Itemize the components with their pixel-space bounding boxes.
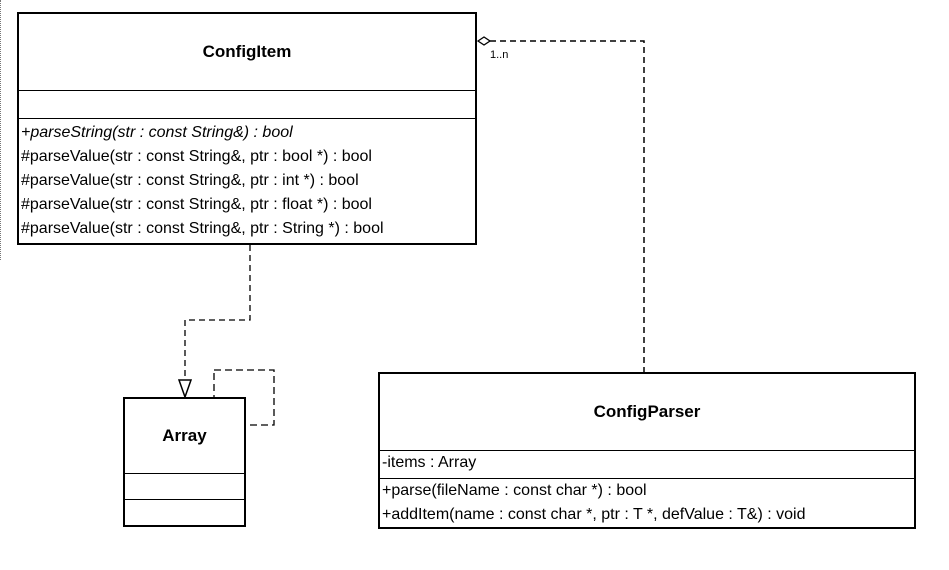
class-config-parser[interactable]: ConfigParser -items : Array +parse(fileN… [378,372,916,529]
method-add-item: +addItem(name : const char *, ptr : T *,… [382,506,806,523]
class-array[interactable]: Array [123,397,246,527]
class-config-parser-attributes: -items : Array [380,450,914,478]
class-array-name: Array [162,426,207,445]
attribute-items: -items : Array [382,454,477,471]
scan-edge-mark [0,0,4,260]
class-config-item-name: ConfigItem [202,42,292,61]
aggregation-diamond-icon [476,36,492,46]
method-parse: +parse(fileName : const char *) : bool [382,482,647,499]
method-parse-string: +parseString(str : const String&) : bool [21,124,293,141]
class-array-attributes [125,473,244,499]
binding-dependency [177,245,251,400]
class-config-parser-name: ConfigParser [593,402,701,421]
method-parse-value-int: #parseValue(str : const String&, ptr : i… [21,172,359,189]
class-config-item-methods: +parseString(str : const String&) : bool… [19,118,475,241]
method-parse-value-float: #parseValue(str : const String&, ptr : f… [21,196,372,213]
method-parse-value-bool: #parseValue(str : const String&, ptr : b… [21,148,372,165]
method-parse-value-string: #parseValue(str : const String&, ptr : S… [21,220,384,237]
class-config-item[interactable]: ConfigItem +parseString(str : const Stri… [17,12,477,245]
class-array-methods [125,499,244,525]
aggregation-association [476,36,645,372]
class-config-parser-methods: +parse(fileName : const char *) : bool +… [380,478,914,527]
multiplicity-label: 1..n [490,49,509,61]
class-config-item-attributes [19,90,475,118]
hollow-arrowhead-icon [177,379,193,400]
